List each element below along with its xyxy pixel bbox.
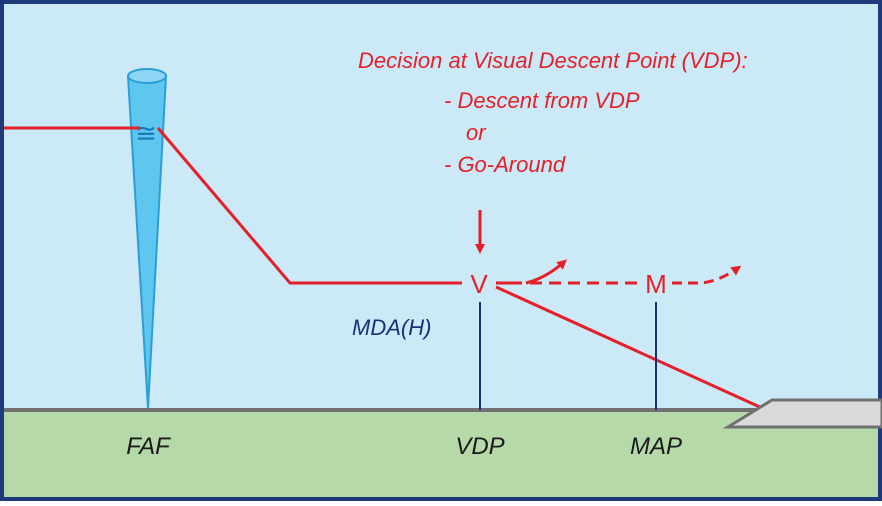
go-around-arrow-vdp (525, 259, 567, 285)
descent-path (495, 285, 763, 410)
faf-symbol: ≅ (135, 118, 157, 148)
option-go-around: - Go-Around (444, 152, 566, 177)
option-or: or (466, 120, 487, 145)
map-label: MAP (630, 433, 682, 460)
vdp-label: VDP (455, 433, 504, 460)
faf-beacon: ≅ (126, 68, 168, 409)
decision-title: Decision at Visual Descent Point (VDP): (358, 48, 748, 73)
map-marker-letter: M (645, 269, 667, 299)
option-descent: - Descent from VDP (444, 88, 640, 113)
approach-path (4, 126, 462, 285)
faf-label: FAF (126, 433, 171, 460)
runway (722, 398, 882, 429)
go-around-arrow-map (672, 265, 742, 285)
mda-label: MDA(H) (352, 315, 431, 340)
vdp-marker-letter: V (470, 269, 488, 299)
